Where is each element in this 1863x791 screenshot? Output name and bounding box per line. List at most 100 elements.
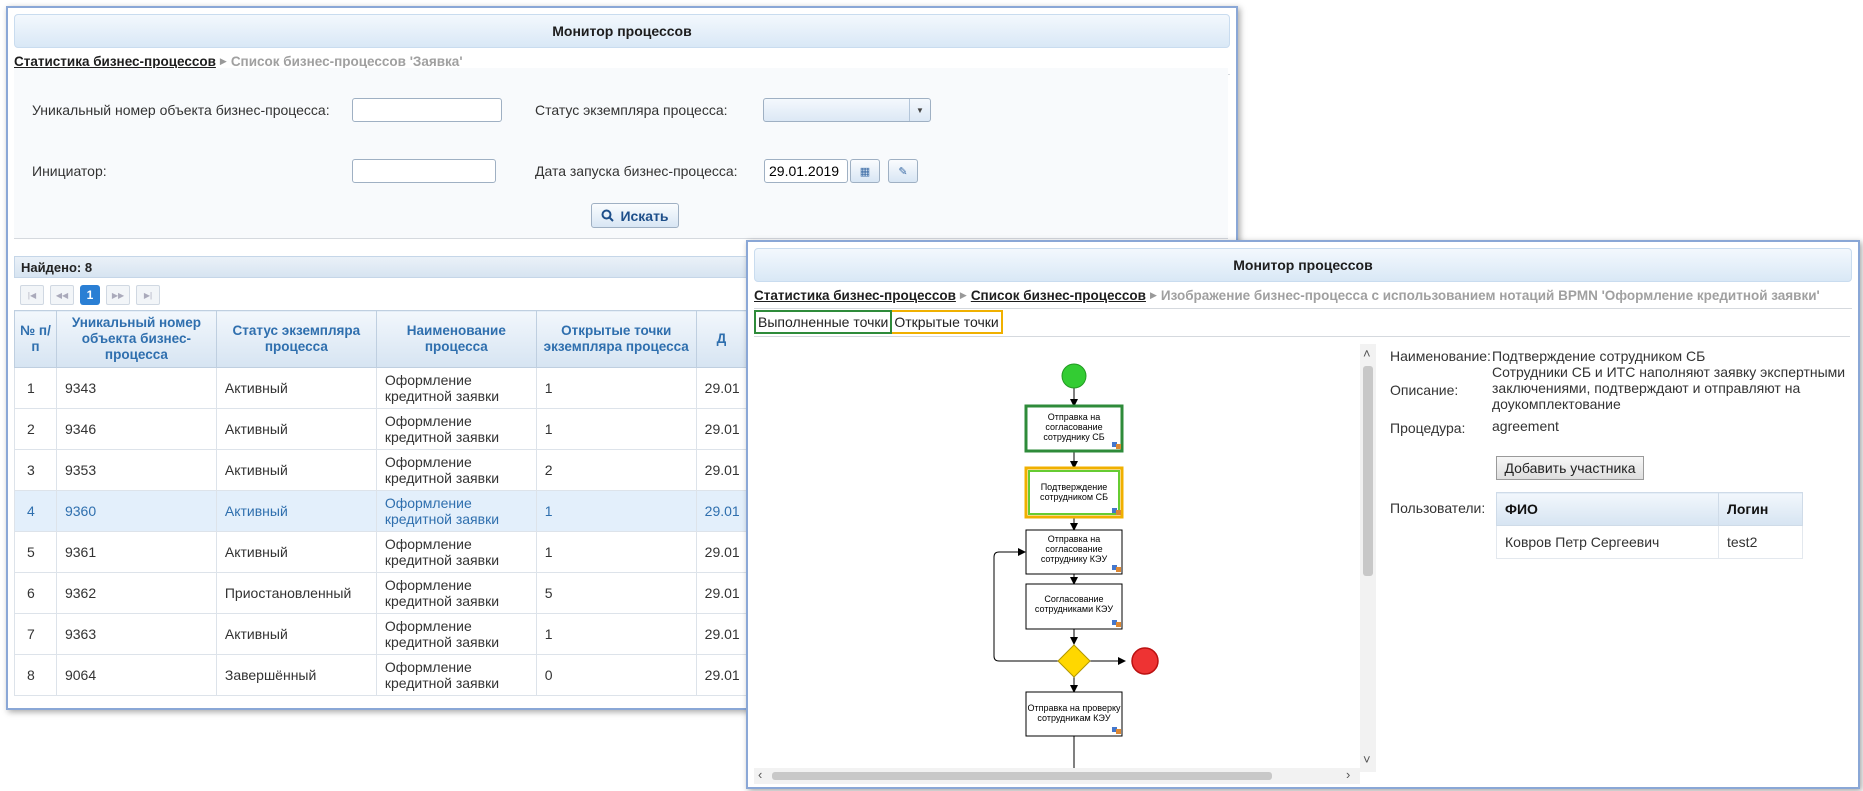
task-node-send-keu[interactable]: Отправка на согласование сотруднику КЭУ [1025, 529, 1123, 575]
filter-panel: Уникальный номер объекта бизнес-процесса… [14, 68, 1228, 239]
next-page-icon[interactable]: ▶▶ [106, 285, 130, 305]
cell-name-line2: кредитной заявки [384, 675, 500, 691]
col-fio[interactable]: ФИО [1496, 492, 1719, 526]
vertical-scroll-thumb[interactable] [1363, 366, 1373, 576]
start-event-icon[interactable] [1061, 363, 1087, 389]
cell-name-line1: Оформление [384, 454, 472, 470]
users-icon [1112, 620, 1121, 627]
search-button-label: Искать [620, 207, 669, 224]
bpmn-diagram: Отправка на согласование сотруднику СБ П… [754, 344, 1379, 784]
cell-fio: Ковров Петр Сергеевич [1496, 525, 1719, 559]
object-id-input[interactable] [352, 98, 502, 122]
task-node-send-sb[interactable]: Отправка на согласование сотруднику СБ [1024, 404, 1124, 453]
status-label: Статус экземпляра процесса: [535, 102, 728, 118]
cell-object-id: 9346 [55, 408, 217, 450]
task-box [1025, 583, 1123, 630]
cell-name-line2: кредитной заявки [384, 470, 500, 486]
task-node-confirm-sb[interactable]: Подтверждение сотрудником СБ [1024, 466, 1124, 519]
chevron-down-icon[interactable]: ▼ [909, 99, 930, 121]
prev-page-icon[interactable]: ◀◀ [50, 285, 74, 305]
cell-object-id: 9362 [55, 572, 217, 614]
cell-open-points: 1 [535, 408, 697, 450]
breadcrumb: Статистика бизнес-процессов ▶ Список биз… [754, 284, 1852, 309]
scroll-left-icon[interactable]: ‹ [758, 767, 763, 782]
scroll-up-icon[interactable]: ˄ [1363, 346, 1371, 361]
task-label-line: Подтверждение [1041, 482, 1108, 492]
cell-object-id: 9361 [55, 531, 217, 573]
status-select[interactable]: ▼ [763, 98, 931, 122]
horizontal-scrollbar[interactable]: ‹ › [754, 767, 1360, 784]
task-box-inner [1028, 470, 1120, 515]
description-line: Сотрудники СБ и ИТС наполняют заявку экс… [1492, 364, 1846, 380]
bpmn-svg: Отправка на согласование сотруднику СБ П… [993, 363, 1159, 768]
window-title-text: Монитор процессов [552, 23, 692, 39]
breadcrumb-statistics[interactable]: Статистика бизнес-процессов [754, 287, 956, 303]
breadcrumb-separator-icon: ▶ [219, 55, 227, 66]
divider [754, 336, 1850, 337]
vertical-scrollbar[interactable]: ˄ ˅ [1360, 344, 1376, 772]
calendar-button[interactable]: ▦ [850, 159, 880, 183]
procedure-label: Процедура: [1390, 420, 1466, 436]
users-icon [1112, 727, 1121, 734]
col-status[interactable]: Статус экземпляра процесса [215, 310, 377, 368]
clear-date-button[interactable]: ✎ [888, 159, 918, 183]
task-box [1025, 529, 1123, 575]
tab-open-points[interactable]: Открытые точки [892, 310, 1003, 334]
cell-name-line2: кредитной заявки [384, 511, 500, 527]
launch-date-label: Дата запуска бизнес-процесса: [535, 163, 738, 179]
task-node-check-keu[interactable]: Отправка на проверку сотрудникам КЭУ [1025, 691, 1123, 737]
breadcrumb-process-list[interactable]: Список бизнес-процессов [970, 287, 1146, 303]
launch-date-input[interactable] [764, 159, 848, 183]
cell-object-id: 9343 [55, 367, 217, 409]
cell-open-points: 2 [535, 449, 697, 491]
end-event-icon[interactable] [1131, 647, 1159, 675]
search-icon [601, 209, 615, 222]
last-page-icon[interactable]: ▶| [136, 285, 160, 305]
scroll-right-icon[interactable]: › [1346, 767, 1351, 782]
task-label-line: Отправка на [1048, 412, 1100, 422]
table-row[interactable]: Ковров Петр Сергеевич test2 [1496, 525, 1803, 559]
cell-status: Активный [215, 531, 377, 573]
task-label-line: сотруднику КЭУ [1041, 554, 1108, 564]
cell-name-line2: кредитной заявки [384, 552, 500, 568]
initiator-label: Инициатор: [32, 163, 107, 179]
description-label: Описание: [1390, 382, 1459, 398]
breadcrumb-statistics[interactable]: Статистика бизнес-процессов [14, 53, 216, 69]
loop-arrow [993, 548, 1058, 662]
cell-name-line1: Оформление [384, 372, 472, 388]
users-icon [1112, 508, 1121, 515]
cell-number: 2 [14, 408, 57, 450]
cell-open-points: 1 [535, 490, 697, 532]
col-open-points[interactable]: Открытые точки экземпляра процесса [535, 310, 697, 368]
add-participant-button[interactable]: Добавить участника [1496, 456, 1644, 480]
col-login[interactable]: Логин [1718, 492, 1803, 526]
task-box [1025, 691, 1123, 737]
scroll-down-icon[interactable]: ˅ [1363, 752, 1371, 767]
cell-open-points: 1 [535, 531, 697, 573]
task-node-approve-keu[interactable]: Согласование сотрудниками КЭУ [1025, 583, 1123, 630]
bpmn-diagram-window: Монитор процессов Статистика бизнес-проц… [746, 240, 1860, 789]
cell-status: Активный [215, 613, 377, 655]
cell-status: Активный [215, 490, 377, 532]
col-number[interactable]: № п/п [14, 310, 57, 368]
initiator-input[interactable] [352, 159, 496, 183]
col-name[interactable]: Наименование процесса [375, 310, 537, 368]
cell-open-points: 5 [535, 572, 697, 614]
cell-name-line2: кредитной заявки [384, 429, 500, 445]
first-page-icon[interactable]: |◀ [20, 285, 44, 305]
object-id-label: Уникальный номер объекта бизнес-процесса… [32, 102, 330, 118]
cell-number: 6 [14, 572, 57, 614]
horizontal-scroll-thumb[interactable] [772, 772, 1272, 780]
search-button[interactable]: Искать [591, 203, 679, 228]
cell-object-id: 9363 [55, 613, 217, 655]
tab-completed-points[interactable]: Выполненные точки [754, 310, 893, 334]
gateway-icon[interactable] [1057, 644, 1091, 678]
window-title-text: Монитор процессов [1233, 257, 1373, 273]
current-page[interactable]: 1 [80, 285, 100, 305]
col-object-id[interactable]: Уникальный номер объекта бизнес-процесса [55, 310, 217, 368]
users-table: ФИО Логин Ковров Петр Сергеевич test2 [1496, 492, 1803, 559]
users-label: Пользователи: [1390, 500, 1486, 516]
cell-number: 1 [14, 367, 57, 409]
